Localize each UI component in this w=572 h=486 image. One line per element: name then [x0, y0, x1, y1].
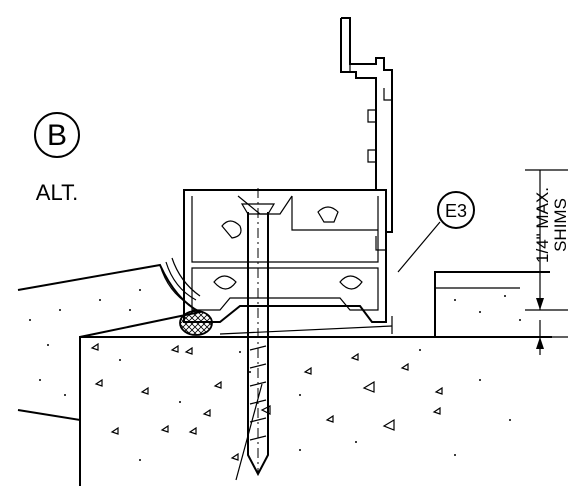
tag-label: E3	[445, 201, 467, 221]
anchor-fastener	[240, 188, 276, 477]
detail-tag: E3	[437, 191, 475, 229]
leader-lines	[219, 221, 441, 481]
callout-circle	[34, 112, 80, 158]
shim-dimension: 1/4" MAX. SHIMS	[525, 169, 570, 355]
callout-letter: B	[47, 119, 67, 152]
aggregate-marks	[90, 342, 443, 461]
shims-text: SHIMS	[551, 198, 570, 252]
sloped-pad	[17, 257, 204, 422]
detail-callout: B ALT.	[34, 112, 80, 205]
concrete-stipple	[119, 349, 511, 461]
dimension-text: 1/4" MAX.	[533, 187, 552, 263]
callout-note: ALT.	[36, 180, 78, 205]
concrete-slab	[79, 336, 552, 486]
tag-circle	[437, 191, 475, 229]
storefront-jamb	[340, 17, 393, 233]
sill-frame-profile	[183, 189, 387, 323]
shim-block	[434, 271, 550, 337]
